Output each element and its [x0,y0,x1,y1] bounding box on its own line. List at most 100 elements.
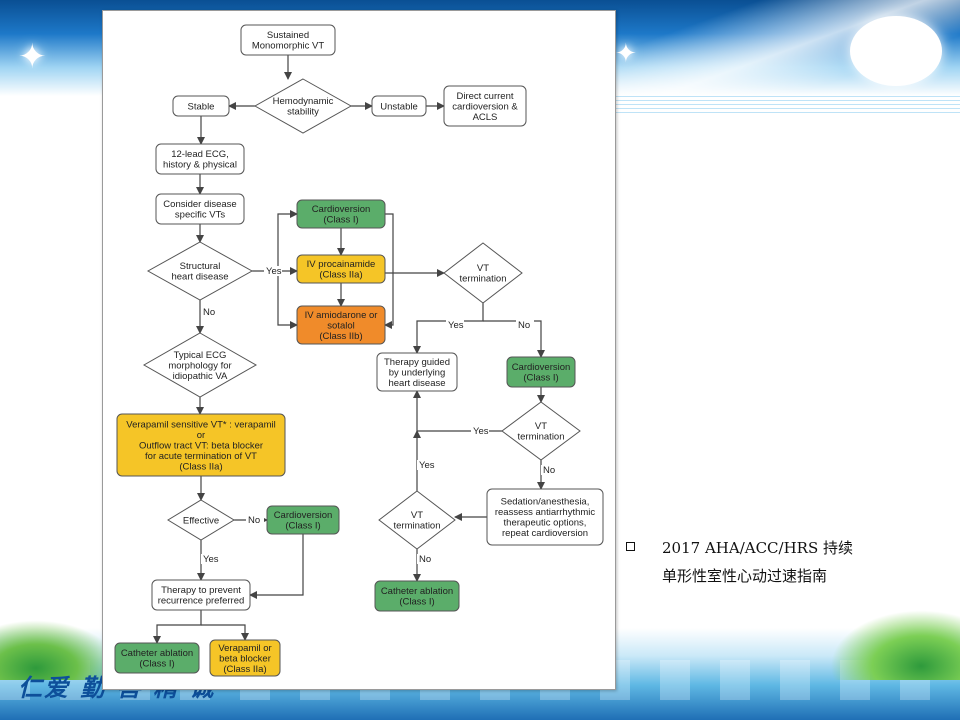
edge-label-yes-term2: Yes [473,426,489,437]
flow-node-catheter-left: Catheter ablation(Class I) [114,642,200,674]
edge-label-bg [541,465,559,475]
node-text: (Class I) [399,597,434,608]
node-text: (Class I) [523,373,558,384]
edge-label-bg [516,320,534,330]
node-text: or [197,430,205,441]
plant-decoration [0,620,120,680]
flow-node-stable: Stable [172,95,230,117]
node-text: (Class I) [139,659,174,670]
node-text: reassess antiarrhythmic [495,507,596,518]
flow-arrow [249,534,304,599]
node-text: morphology for [168,360,231,371]
node-text: Effective [183,515,219,526]
node-text: Consider disease [163,199,236,210]
flow-arrow [252,210,298,272]
node-text: Sustained [267,30,309,41]
flow-node-cardio-left: Cardioversion(Class I) [266,505,340,535]
node-text: Therapy to prevent [161,585,241,596]
decision-diamond [167,499,235,541]
node-text: Typical ECG [174,350,227,361]
node-text: VT [411,510,423,521]
flow-node-verapamil-box: Verapamil sensitive VT* : verapamilorOut… [116,413,286,477]
node-text: termination [394,521,441,532]
sparkle-icon: ✦ [615,38,637,68]
node-text: Catheter ablation [381,586,453,597]
node-text: by underlying [389,367,446,378]
flow-arrow [277,271,298,329]
node-text: Structural [180,261,221,272]
node-text: Unstable [380,101,418,112]
header-stripes [600,96,960,116]
edge-label-bg [471,426,489,436]
node-text: Hemodynamic [273,96,334,107]
edge-label-no-term2: No [543,465,555,476]
edge-label-no-effective: No [248,515,260,526]
node-text: Sedation/anesthesia, [501,497,590,508]
node-box [151,579,251,611]
node-text: sotalol [327,320,354,331]
edge-label-bg [201,307,219,317]
node-text: repeat cardioversion [502,528,588,539]
node-box [374,580,460,612]
node-text: VT [535,421,547,432]
edge-label-yes-effective: Yes [203,554,219,565]
node-box [296,199,386,229]
node-box [443,85,527,127]
node-box [114,642,200,674]
flow-arrow [483,320,545,358]
decision-diamond [146,241,254,301]
node-text: (Class IIa) [179,461,222,472]
node-box [240,24,336,56]
node-text: beta blocker [219,653,271,664]
decision-diamond [501,401,581,461]
node-box [376,352,458,392]
flow-node-procainamide: IV procainamide(Class IIa) [296,254,386,284]
node-text: therapeutic options, [504,518,587,529]
node-box [486,488,604,546]
node-text: stability [287,107,319,118]
node-box [155,193,245,225]
edge-label-bg [246,515,264,525]
edge-label-bg [417,460,435,470]
edge-label-bg [264,266,282,276]
plant-decoration [830,610,960,680]
node-text: (Class IIb) [319,331,362,342]
node-text: idiopathic VA [173,371,228,382]
node-text: cardioversion & [452,101,518,112]
caption-line-1: 2017 AHA/ACC/HRS 持续 [662,539,854,557]
flow-arrow [201,624,249,641]
node-box [209,639,281,677]
node-text: 12-lead ECG, [171,149,229,160]
node-text: Verapamil or [218,643,271,654]
decision-diamond [253,78,353,134]
node-text: Outflow tract VT: beta blocker [139,440,263,451]
node-text: Verapamil sensitive VT* : verapamil [126,419,275,430]
node-box [172,95,230,117]
edge-label-bg [201,554,219,564]
node-box [116,413,286,477]
node-text: specific VTs [175,210,225,221]
edge-label-no-term3: No [419,554,431,565]
node-text: for acute termination of VT [145,451,257,462]
flow-arrow [413,390,502,432]
node-text: termination [518,432,565,443]
flow-node-sedation: Sedation/anesthesia,reassess antiarrhyth… [486,488,604,546]
node-text: (Class IIa) [223,664,266,675]
flow-arrow [384,213,394,329]
node-text: Monomorphic VT [252,41,325,52]
edge-label-bg [417,554,435,564]
edge-label-yes-term1: Yes [448,320,464,331]
decision-diamond [443,242,523,304]
node-text: Catheter ablation [121,648,193,659]
